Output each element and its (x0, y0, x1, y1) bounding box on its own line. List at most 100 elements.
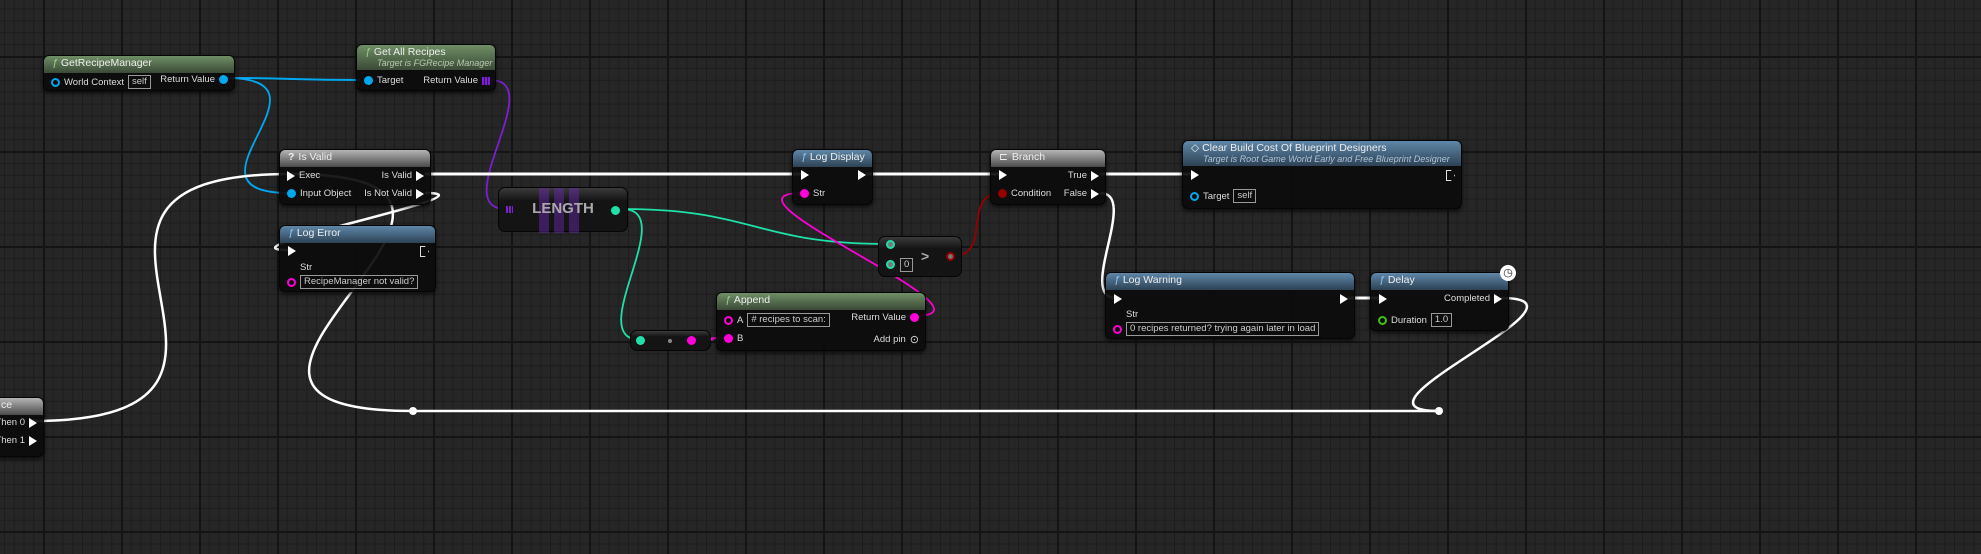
node-title: Delay (1387, 274, 1415, 286)
pin-b[interactable]: B (724, 333, 743, 344)
wire-int (620, 208, 643, 341)
duration-value[interactable]: 1.0 (1430, 313, 1453, 327)
str-value[interactable]: 0 recipes returned? trying again later i… (1126, 322, 1320, 336)
pin-label: A (737, 314, 744, 326)
pin-exec-out[interactable] (1446, 170, 1455, 181)
pin-exec-in[interactable] (1114, 294, 1122, 304)
array-pin-icon (482, 76, 490, 85)
pin-label: Exec (299, 170, 321, 181)
node-title: Clear Build Cost Of Blueprint Designers (1202, 142, 1387, 154)
node-subtitle: Target is FGRecipe Manager (377, 58, 493, 68)
pin-false[interactable]: False (1064, 188, 1099, 199)
a-value[interactable]: # recipes to scan: (747, 313, 830, 327)
function-icon: ƒ (1114, 274, 1120, 286)
pin-label: Then 0 (0, 417, 25, 428)
pin-exec-out[interactable] (1340, 294, 1348, 304)
convert-dot-icon (668, 339, 672, 343)
event-icon: ◇ (1191, 142, 1200, 154)
add-pin-icon: ⊙ (909, 334, 919, 346)
pin-str-label: Str (1126, 309, 1138, 320)
node-title: Log Warning (1122, 274, 1182, 286)
pin-label: Is Valid (381, 170, 412, 181)
pin-str[interactable]: Str (800, 188, 825, 199)
pin-a[interactable] (886, 240, 895, 249)
reroute-knot[interactable] (409, 407, 417, 415)
pin-exec-out[interactable] (858, 170, 866, 180)
pin-exec-out[interactable] (420, 246, 429, 257)
pin-result[interactable] (946, 252, 955, 261)
pin-exec-in[interactable] (1379, 294, 1387, 304)
branch-icon: ⊏ (999, 151, 1008, 163)
node-greater-than[interactable]: 0 > (878, 236, 962, 277)
add-pin-button[interactable]: Add pin⊙ (874, 333, 919, 346)
operator-label: > (921, 248, 930, 264)
pin-label: Add pin (873, 334, 906, 345)
pin-label: Target (377, 75, 404, 86)
node-length[interactable]: LENGTH (498, 187, 628, 233)
pin-in[interactable] (636, 336, 645, 345)
pin-is-not-valid[interactable]: Is Not Valid (364, 188, 424, 199)
node-title: ce (1, 399, 13, 411)
pin-str[interactable]: RecipeManager not valid? (287, 275, 419, 289)
node-title: Log Error (296, 227, 341, 239)
function-icon: ƒ (725, 294, 731, 306)
pin-then-1[interactable]: Then 1 (0, 435, 37, 446)
function-icon: ƒ (288, 227, 294, 239)
wire-exec (288, 172, 414, 413)
pin-label: Return Value (851, 312, 906, 323)
pin-exec-in[interactable] (288, 246, 296, 256)
target-value[interactable]: self (1233, 189, 1257, 203)
function-icon: ƒ (52, 57, 58, 69)
function-icon: ƒ (1379, 274, 1385, 286)
pin-a[interactable]: A# recipes to scan: (724, 313, 830, 327)
pin-out[interactable] (687, 336, 696, 345)
pin-return-value[interactable]: Return Value (160, 74, 228, 85)
pin-length-out[interactable] (611, 206, 620, 215)
pin-exec-in[interactable] (801, 170, 809, 180)
pin-label: Target (1203, 190, 1230, 202)
wire-array (485, 79, 511, 210)
pin-completed[interactable]: Completed (1444, 293, 1502, 304)
node-int-to-string[interactable] (630, 330, 711, 351)
node-title: Get All Recipes (373, 46, 446, 58)
pin-label: B (737, 333, 744, 344)
pin-exec[interactable]: Exec (287, 170, 320, 181)
pin-is-valid[interactable]: Is Valid (382, 170, 424, 181)
node-clear-build-cost[interactable]: ◇Clear Build Cost Of Blueprint Designers… (1182, 140, 1462, 209)
pin-input-object[interactable]: Input Object (287, 188, 351, 199)
array-pin-icon[interactable] (506, 206, 513, 213)
array-watermark-icon (539, 188, 583, 233)
pin-str[interactable]: 0 recipes returned? trying again later i… (1113, 322, 1320, 336)
pin-true[interactable]: True (1068, 170, 1099, 181)
node-sequence[interactable]: ce Then 0 Then 1 (0, 397, 44, 457)
wire-exec (274, 191, 440, 252)
pin-label: Return Value (160, 74, 215, 85)
b-value[interactable]: 0 (900, 258, 914, 272)
pin-return-value[interactable]: Return Value (423, 75, 490, 86)
pin-target[interactable]: Target (364, 75, 403, 86)
pin-condition[interactable]: Condition (998, 188, 1051, 199)
world-context-value[interactable]: self (128, 75, 151, 89)
node-is-valid[interactable]: ?Is Valid Exec Input Object Is Valid Is … (279, 149, 431, 205)
pin-b[interactable] (886, 260, 895, 269)
reroute-knot[interactable] (1435, 407, 1443, 415)
pin-exec-in[interactable] (999, 170, 1007, 180)
pin-label: World Context (64, 76, 125, 88)
node-title: GetRecipeManager (60, 57, 152, 69)
pin-return-value[interactable]: Return Value (851, 312, 919, 323)
pin-exec-in[interactable] (1191, 170, 1199, 180)
node-branch[interactable]: ⊏Branch Condition True False (990, 149, 1106, 205)
pin-then-0[interactable]: Then 0 (0, 417, 37, 428)
node-title: LENGTH (532, 200, 594, 217)
str-value[interactable]: RecipeManager not valid? (300, 275, 419, 289)
